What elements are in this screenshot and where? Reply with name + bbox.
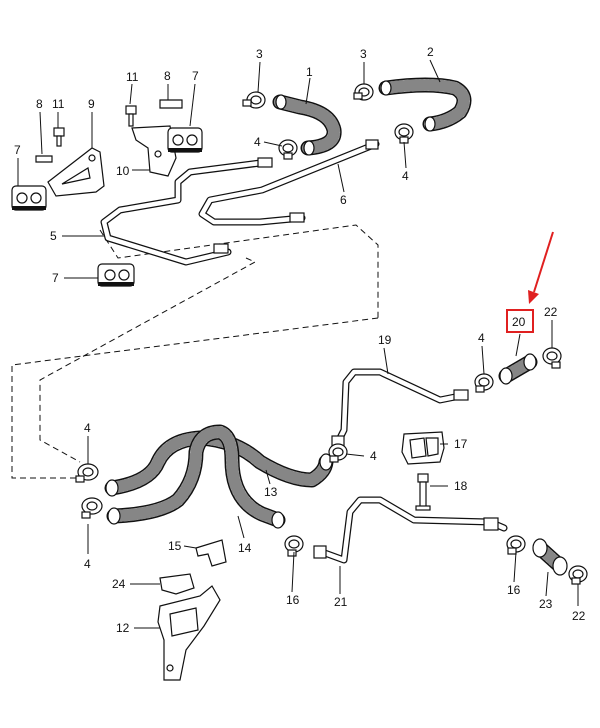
callout-3: 3 xyxy=(360,47,367,61)
clamp-4-lower-left-bottom xyxy=(81,497,103,519)
callout-18: 18 xyxy=(454,479,468,493)
clamp-4-upper-left xyxy=(278,139,298,160)
clamp-4-lower-left-top xyxy=(75,463,99,483)
bolt-18 xyxy=(415,473,431,511)
callout-4: 4 xyxy=(254,135,261,149)
callout-7: 7 xyxy=(192,69,199,83)
bracket-9 xyxy=(47,147,105,197)
callout-labels: 3 1 3 2 11 8 7 8 11 9 4 4 7 10 6 5 7 20 … xyxy=(14,45,586,635)
leader-lines xyxy=(17,59,579,629)
callout-22: 22 xyxy=(544,305,558,319)
bracket-17 xyxy=(401,431,445,465)
callout-7: 7 xyxy=(14,143,21,157)
clip-8-right xyxy=(159,99,183,109)
dashed-boundary-left xyxy=(11,317,379,479)
hose-20 xyxy=(498,353,538,385)
callout-6: 6 xyxy=(340,193,347,207)
callout-19: 19 xyxy=(378,333,392,347)
callout-10: 10 xyxy=(116,164,130,178)
pipe-21 xyxy=(313,496,508,564)
callout-4: 4 xyxy=(370,449,377,463)
callout-1: 1 xyxy=(306,65,313,79)
callout-4: 4 xyxy=(84,557,91,571)
callout-20: 20 xyxy=(512,315,526,329)
callout-22: 22 xyxy=(572,609,586,623)
callout-8: 8 xyxy=(164,69,171,83)
pipe-6 xyxy=(198,139,380,226)
clip-8-left xyxy=(35,155,53,163)
highlight-marker xyxy=(506,231,554,333)
bolt-11-right xyxy=(125,105,137,127)
bolt-11-left xyxy=(53,127,65,147)
callout-11: 11 xyxy=(52,97,65,111)
clamp-22-upper xyxy=(542,347,562,369)
callout-8: 8 xyxy=(36,97,43,111)
callout-16: 16 xyxy=(507,583,521,597)
clamp-4-center-upper xyxy=(474,373,494,393)
clamp-16-left xyxy=(284,535,304,557)
hose-2 xyxy=(378,77,472,132)
callout-3: 3 xyxy=(256,47,263,61)
dashed-boundary-inner xyxy=(39,257,257,463)
clamp-22-lower xyxy=(568,565,588,585)
bracket-7-lower xyxy=(97,263,135,287)
callout-24: 24 xyxy=(112,577,126,591)
callout-16: 16 xyxy=(286,593,300,607)
callout-9: 9 xyxy=(88,97,95,111)
clip-15 xyxy=(195,539,227,567)
clamp-16-right xyxy=(506,535,526,555)
hose-14 xyxy=(106,424,286,529)
pipe-19 xyxy=(331,368,469,447)
callout-5: 5 xyxy=(50,229,57,243)
hose-1 xyxy=(272,94,342,156)
clip-24 xyxy=(159,573,195,595)
callout-13: 13 xyxy=(264,485,278,499)
callout-4: 4 xyxy=(478,331,485,345)
dashed-boundary-upper xyxy=(99,224,379,318)
hose-23 xyxy=(532,538,568,576)
callout-2: 2 xyxy=(427,45,434,59)
hose-13 xyxy=(104,430,334,497)
callout-12: 12 xyxy=(116,621,130,635)
bracket-12 xyxy=(157,585,221,681)
callout-15: 15 xyxy=(168,539,182,553)
callout-7: 7 xyxy=(52,271,59,285)
bracket-7-right xyxy=(167,127,203,153)
clamp-3-right xyxy=(353,83,374,101)
callout-4: 4 xyxy=(402,169,409,183)
pipe-5 xyxy=(100,157,273,266)
callout-23: 23 xyxy=(539,597,553,611)
callout-11: 11 xyxy=(126,70,139,84)
clamp-3-left xyxy=(242,91,266,109)
bracket-7-left xyxy=(11,185,47,211)
callout-21: 21 xyxy=(334,595,348,609)
clamp-4-center-lower xyxy=(328,443,348,463)
callout-14: 14 xyxy=(238,541,252,555)
callout-4: 4 xyxy=(84,421,91,435)
callout-17: 17 xyxy=(454,437,468,451)
clamp-4-upper-right xyxy=(394,123,414,144)
